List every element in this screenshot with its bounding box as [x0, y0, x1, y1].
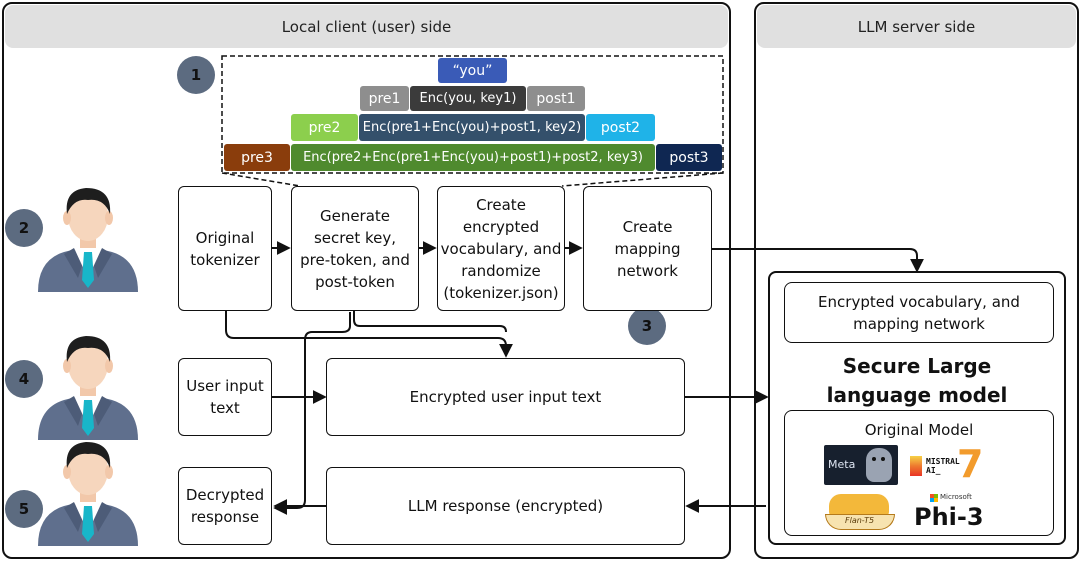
step-4-badge: 4	[5, 360, 43, 398]
server-title: LLM server side	[757, 5, 1076, 48]
arrow-tokenizer-to-encrypted-input	[225, 310, 513, 358]
step-1-badge: 1	[177, 56, 215, 94]
decrypted-response-box: Decrypted response	[178, 467, 272, 545]
encrypted-input-box: Encrypted user input text	[326, 358, 685, 436]
step-2-badge: 2	[5, 209, 43, 247]
token-pre2: pre2	[291, 114, 358, 141]
microsoft-icon	[930, 494, 938, 502]
create-mapping-label: Create mapping network	[614, 217, 681, 280]
phi3-text: Phi-3	[914, 503, 984, 531]
token-post1: post1	[527, 86, 585, 111]
token-enc2: Enc(pre1+Enc(you)+post1, key2)	[359, 114, 585, 141]
create-vocab-label: Create encrypted vocabulary, and randomi…	[440, 195, 562, 302]
generate-key-label: Generate secret key, pre-token, and post…	[300, 206, 410, 291]
arrow-keygen-to-encrypted-input	[353, 310, 507, 333]
meta-logo: Meta	[824, 445, 898, 485]
step-3-badge: 3	[628, 307, 666, 345]
arrow-mapping-to-server	[712, 248, 924, 273]
llm-response-box: LLM response (encrypted)	[326, 467, 685, 545]
token-pre3: pre3	[224, 144, 290, 171]
user-input-box: User input text	[178, 358, 272, 436]
vocab-mapping-label: Encrypted vocabulary, and mapping networ…	[818, 292, 1020, 333]
flan-t5-logo: Flan-T5	[825, 492, 895, 532]
token-you: “you”	[438, 58, 507, 83]
llm-response-label: LLM response (encrypted)	[407, 497, 604, 515]
encrypted-input-label: Encrypted user input text	[409, 388, 602, 406]
decrypted-response-label: Decrypted response	[185, 486, 265, 526]
original-model-label: Original Model	[864, 421, 974, 439]
step-5-badge: 5	[5, 490, 43, 528]
mistral-7-text: 7	[957, 442, 984, 486]
token-enc3: Enc(pre2+Enc(pre1+Enc(you)+post1)+post2,…	[291, 144, 655, 171]
token-post3: post3	[656, 144, 722, 171]
create-vocab-box: Create encrypted vocabulary, and randomi…	[437, 186, 565, 311]
microsoft-text: Microsoft	[940, 493, 972, 501]
token-enc1: Enc(you, key1)	[410, 86, 526, 111]
vocab-mapping-box: Encrypted vocabulary, and mapping networ…	[784, 282, 1054, 343]
original-tokenizer-label: Original tokenizer	[190, 228, 260, 269]
mistral-m-icon	[910, 456, 922, 476]
mistral-logo: MISTRAL AI_ 7	[910, 444, 983, 484]
token-frame	[221, 55, 724, 174]
generate-key-box: Generate secret key, pre-token, and post…	[291, 186, 419, 311]
mistral-logo-text: MISTRAL AI_	[926, 457, 960, 475]
user-input-label: User input text	[186, 377, 264, 417]
client-title: Local client (user) side	[5, 5, 728, 48]
create-mapping-box: Create mapping network	[583, 186, 712, 311]
llama-icon	[866, 448, 892, 482]
secure-llm-title: Secure Large language model	[826, 354, 1008, 407]
phi3-logo: Microsoft Phi-3	[912, 492, 984, 532]
original-tokenizer-box: Original tokenizer	[178, 186, 272, 311]
token-post2: post2	[586, 114, 655, 141]
flan-t5-text: Flan-T5	[845, 516, 875, 525]
token-pre1: pre1	[360, 86, 409, 111]
meta-logo-text: Meta	[828, 458, 856, 471]
